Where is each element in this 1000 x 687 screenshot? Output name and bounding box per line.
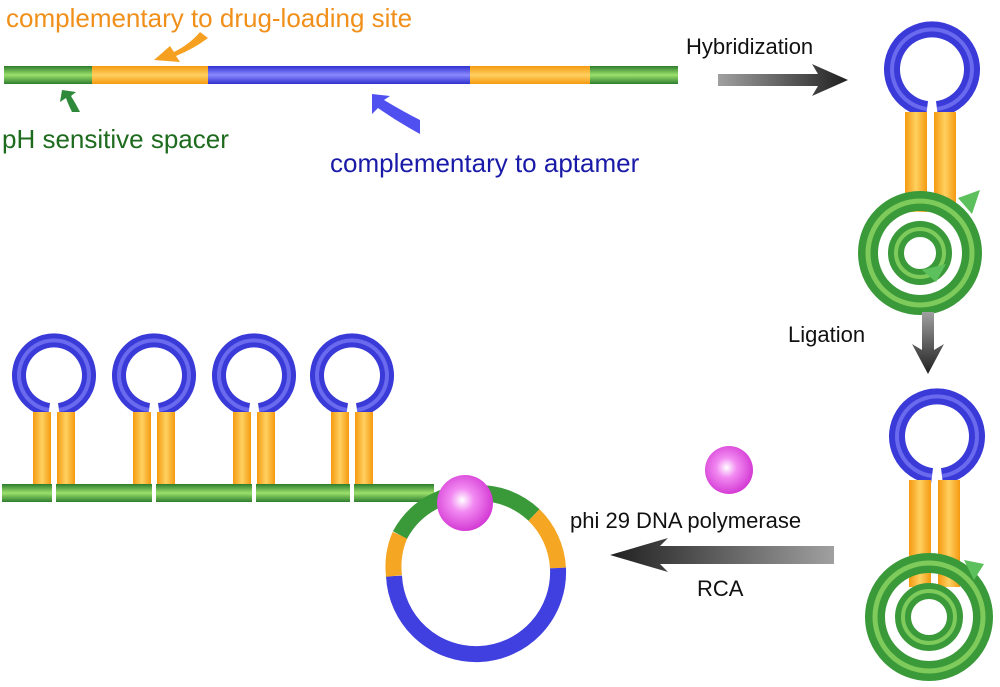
aptamer-label: complementary to aptamer <box>330 148 640 178</box>
linear-template-strand <box>4 66 678 84</box>
ligated-hairpin <box>865 388 993 681</box>
aptamer-segment <box>208 66 470 84</box>
stem-left <box>331 412 349 484</box>
stem-left <box>33 412 51 484</box>
spacer-label: pH sensitive spacer <box>2 124 229 154</box>
product-hairpin <box>212 333 296 484</box>
drug-site-label: complementary to drug-loading site <box>6 3 412 33</box>
stem-left <box>133 412 151 484</box>
stem-right <box>157 412 175 484</box>
stem-left <box>905 112 927 212</box>
stem-right <box>355 412 373 484</box>
aptamer-pointer-arrow <box>372 94 420 134</box>
product-hairpin <box>112 333 196 484</box>
product-backbone <box>2 484 434 502</box>
hybridization-arrow <box>718 64 848 96</box>
drug-site-pointer-arrow <box>154 32 208 62</box>
stem-left <box>233 412 251 484</box>
hybridization-label: Hybridization <box>686 34 813 59</box>
spacer-segment-right <box>590 66 678 84</box>
stem-right <box>57 412 75 484</box>
stem-right <box>934 112 956 212</box>
ligation-label: Ligation <box>788 322 865 347</box>
product-hairpin <box>12 333 96 484</box>
rca-product <box>2 333 567 663</box>
stem-right <box>257 412 275 484</box>
circle-arrowhead <box>964 560 984 580</box>
drug-site-segment-right <box>470 66 590 84</box>
spiral-arrowhead <box>958 190 980 214</box>
rca-label: RCA <box>697 576 744 601</box>
polymerase-ball <box>705 446 753 494</box>
drug-site-segment-left <box>92 66 208 84</box>
polymerase-ball-bound <box>437 475 493 531</box>
spacer-pointer-arrow <box>60 90 80 112</box>
polymerase-label: phi 29 DNA polymerase <box>570 508 801 533</box>
rca-arrow <box>610 538 834 572</box>
hybridized-hairpin <box>858 21 982 315</box>
ligation-arrow <box>912 312 944 374</box>
product-hairpin <box>310 333 394 484</box>
spacer-segment-left <box>4 66 92 84</box>
